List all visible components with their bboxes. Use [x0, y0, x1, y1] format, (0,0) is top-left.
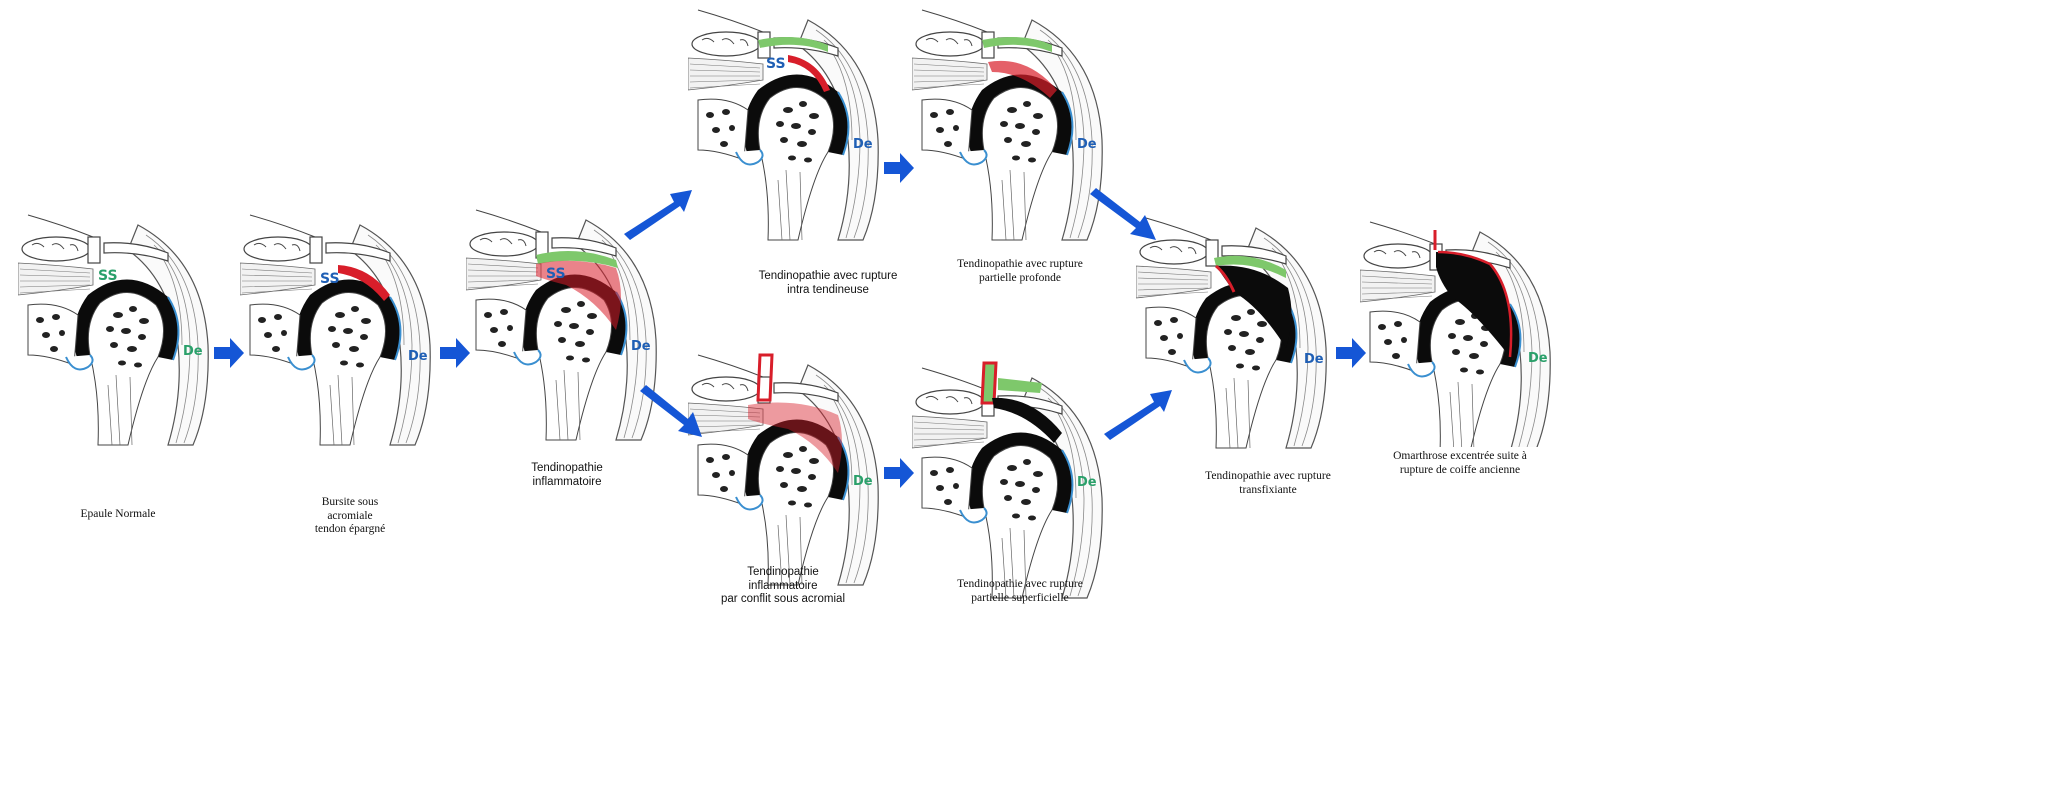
caption-bursitis: Bursite sous acromiale tendon épargné: [314, 496, 386, 535]
bursa-inflammation: [338, 265, 390, 301]
tendon-green: [998, 378, 1042, 393]
de-label: De: [853, 474, 873, 489]
right-arrow-icon: [1336, 338, 1366, 368]
right-arrow-icon: [440, 338, 470, 368]
arrow-bursitis-to-inflammatory: [440, 338, 472, 368]
panel-intra-tendinous: SS De: [688, 0, 888, 245]
de-label: De: [1304, 352, 1324, 367]
ss-label: SS: [320, 271, 340, 287]
superficial-tear: [992, 397, 1062, 443]
right-arrow-icon: [884, 153, 914, 183]
panel-partial-deep: De: [912, 0, 1112, 245]
deep-tear: [988, 60, 1057, 98]
arrow-inflammatory-to-intra-tendinous: [624, 188, 694, 243]
shoulder-illustration-intra-tendinous: SS De: [688, 9, 880, 241]
de-label: De: [408, 349, 428, 364]
de-label: De: [631, 339, 651, 354]
acromial-conflict: [756, 353, 774, 402]
panel-bursitis: SS De: [240, 205, 440, 450]
tear-margin: [1215, 264, 1236, 293]
ss-label: SS: [98, 268, 118, 284]
caption-partial-superficial: Tendinopathie avec rupture partielle sup…: [957, 578, 1083, 604]
arrow-partial-deep-to-transfixing: [1090, 188, 1160, 244]
de-label: De: [183, 344, 203, 359]
tendon-green: [982, 36, 1052, 52]
caption-inflammatory: Tendinopathie inflammatoire: [531, 462, 603, 488]
de-label: De: [1077, 137, 1097, 152]
right-arrow-icon: [884, 458, 914, 488]
shoulder-illustration-transfixing: De: [1136, 217, 1328, 449]
cartilage-wear: [1437, 250, 1513, 358]
right-arrow-icon: [214, 338, 244, 368]
caption-transfixing: Tendinopathie avec rupture transfixiante: [1205, 470, 1331, 496]
arrow-partial-superficial-to-transfixing: [1104, 388, 1174, 444]
de-label: De: [853, 137, 873, 152]
panel-partial-superficial: De: [912, 358, 1112, 603]
diagonal-arrow-icon: [1090, 188, 1156, 240]
shoulder-illustration-bursitis: SS De: [240, 214, 432, 446]
arrow-intra-to-partial-deep: [884, 153, 916, 183]
panel-impingement: De: [688, 345, 888, 590]
tendon-green: [758, 36, 828, 52]
full-thickness-tear: [1216, 265, 1292, 348]
ss-label: SS: [546, 266, 566, 282]
caption-omarthrosis: Omarthrose excentrée suite à rupture de …: [1393, 450, 1527, 476]
arrow-transfixing-to-omarthrosis: [1336, 338, 1368, 368]
ss-label: SS: [766, 56, 786, 72]
caption-normal: Epaule Normale: [80, 508, 156, 520]
tendon-inflammation: [748, 402, 842, 473]
caption-partial-deep: Tendinopathie avec rupture partielle pro…: [957, 258, 1083, 284]
panel-transfixing: De: [1136, 208, 1336, 453]
caption-impingement: Tendinopathie inflammatoire par conflit …: [721, 566, 845, 605]
panel-omarthrosis: De: [1360, 212, 1560, 447]
intra-tear: [788, 55, 830, 92]
shoulder-illustration-impingement: De: [688, 353, 880, 586]
shoulder-illustration-omarthrosis: De: [1360, 221, 1552, 447]
diagonal-arrow-icon: [640, 385, 702, 437]
shoulder-illustration-partial-superficial: De: [912, 361, 1104, 599]
diagonal-arrow-icon: [624, 190, 692, 240]
tendon-inflammation: [536, 260, 621, 330]
arrow-inflammatory-to-impingement: [640, 385, 704, 441]
panel-normal: SS De: [18, 205, 218, 450]
tendon-green: [1214, 255, 1286, 278]
caption-intra-tendinous: Tendinopathie avec rupture intra tendine…: [758, 270, 898, 296]
panel-inflammatory: SS De: [466, 200, 666, 445]
eccentric-joint-space: [1436, 252, 1511, 357]
shoulder-illustration-inflammatory: SS De: [466, 209, 658, 441]
arrow-normal-to-bursitis: [214, 338, 246, 368]
tendon-green: [536, 251, 618, 268]
arrow-impingement-to-partial-superficial: [884, 458, 916, 488]
de-label: De: [1077, 475, 1097, 490]
acromial-conflict: [980, 361, 998, 405]
shoulder-illustration-normal: SS De: [18, 214, 210, 446]
shoulder-illustration-partial-deep: De: [912, 9, 1104, 241]
de-label: De: [1528, 351, 1548, 366]
diagonal-arrow-icon: [1104, 390, 1172, 440]
